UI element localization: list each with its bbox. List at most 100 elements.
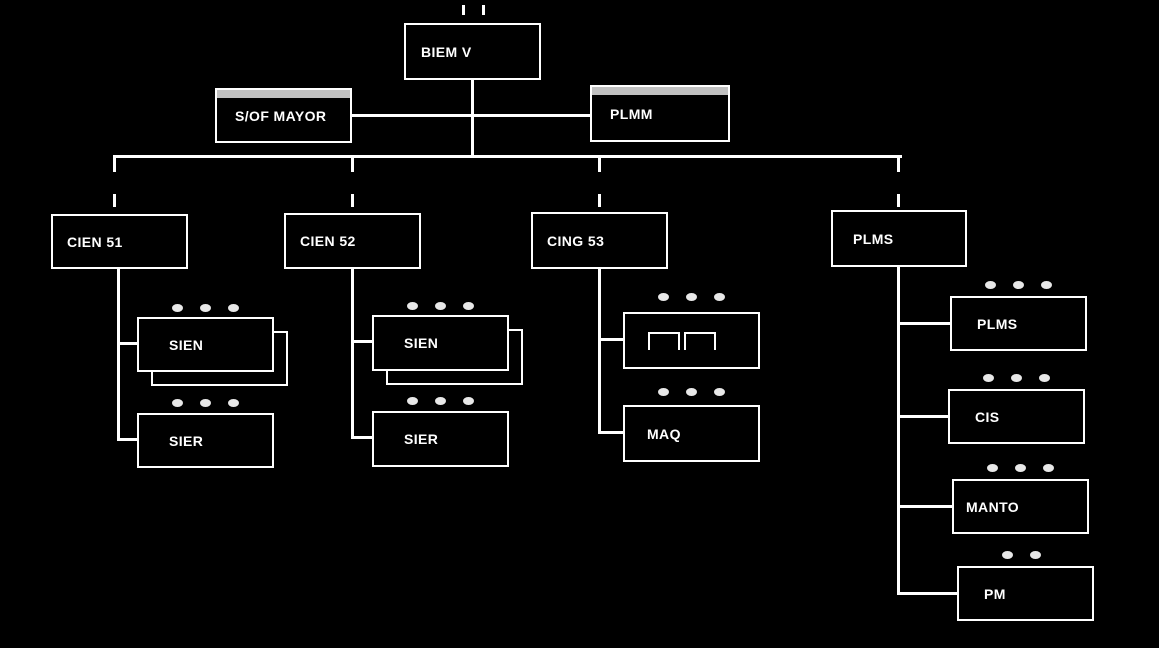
node-cis: CIS bbox=[948, 389, 1085, 444]
ellipsis-dot bbox=[1043, 464, 1054, 472]
root-tick-right bbox=[482, 5, 485, 15]
ellipsis-dot bbox=[200, 399, 211, 407]
node-label: MANTO bbox=[966, 498, 1020, 515]
node-sier-2: SIER bbox=[372, 411, 509, 467]
header-strip bbox=[592, 87, 728, 95]
ellipsis-dots bbox=[407, 397, 474, 405]
branch2-tick bbox=[351, 194, 354, 207]
connector-staff-horizontal bbox=[352, 114, 590, 117]
ellipsis-dot bbox=[1013, 281, 1024, 289]
node-maq: MAQ bbox=[623, 405, 760, 462]
root-tick-left bbox=[462, 5, 465, 15]
node-cing53-unlabeled bbox=[623, 312, 760, 369]
ellipsis-dots bbox=[658, 293, 725, 301]
node-cing-53: CING 53 bbox=[531, 212, 668, 269]
ellipsis-dot bbox=[714, 388, 725, 396]
connector-branch3-child2 bbox=[598, 431, 625, 434]
branch3-tick bbox=[598, 194, 601, 207]
ellipsis-dots bbox=[983, 374, 1050, 382]
connector-branch4-child2 bbox=[897, 415, 950, 418]
node-label: PLMS bbox=[977, 315, 1018, 332]
node-label: BIEM V bbox=[421, 43, 472, 60]
node-label: CIEN 51 bbox=[67, 233, 123, 250]
ellipsis-dot bbox=[200, 304, 211, 312]
node-plmm: PLMM bbox=[590, 85, 730, 142]
ellipsis-dot bbox=[983, 374, 994, 382]
connector-branch2-vertical bbox=[351, 269, 354, 439]
node-label: CIEN 52 bbox=[300, 233, 356, 249]
ellipsis-dot bbox=[658, 388, 669, 396]
ellipsis-dots bbox=[407, 302, 474, 310]
node-plms-branch: PLMS bbox=[831, 210, 967, 267]
ellipsis-dot bbox=[714, 293, 725, 301]
connector-main-horizontal bbox=[113, 155, 902, 158]
node-pm: PM bbox=[957, 566, 1094, 621]
connector-branch3-vertical bbox=[598, 269, 601, 434]
ellipsis-dot bbox=[1030, 551, 1041, 559]
node-label: MAQ bbox=[647, 425, 681, 442]
node-label: PM bbox=[984, 585, 1006, 602]
connector-branch1-child2 bbox=[117, 438, 139, 441]
ellipsis-dot bbox=[658, 293, 669, 301]
ellipsis-dot bbox=[686, 388, 697, 396]
node-label: CIS bbox=[975, 408, 1000, 425]
ellipsis-dot bbox=[1041, 281, 1052, 289]
connector-root-vertical bbox=[471, 80, 474, 157]
node-sien-1: SIEN bbox=[137, 317, 274, 372]
ellipsis-dot bbox=[435, 302, 446, 310]
node-cien-52: CIEN 52 bbox=[284, 213, 421, 269]
ellipsis-dot bbox=[228, 304, 239, 312]
ellipsis-dots bbox=[987, 464, 1054, 472]
ellipsis-dot bbox=[172, 304, 183, 312]
node-label: SIEN bbox=[169, 336, 204, 353]
ellipsis-dots bbox=[985, 281, 1052, 289]
connector-branch1-vertical bbox=[117, 269, 120, 441]
branch4-tick bbox=[897, 194, 900, 207]
ellipsis-dot bbox=[435, 397, 446, 405]
double-bracket-icon bbox=[648, 331, 716, 350]
ellipsis-dot bbox=[463, 397, 474, 405]
ellipsis-dot bbox=[985, 281, 996, 289]
connector-branch4-child1 bbox=[897, 322, 952, 325]
node-label: PLMS bbox=[853, 230, 894, 247]
ellipsis-dot bbox=[1002, 551, 1013, 559]
connector-branch1-stub bbox=[113, 158, 116, 172]
connector-branch3-child1 bbox=[598, 338, 625, 341]
node-label: SIEN bbox=[404, 335, 439, 351]
ellipsis-dot bbox=[1015, 464, 1026, 472]
connector-branch1-child1 bbox=[117, 342, 139, 345]
node-label: SIER bbox=[169, 432, 204, 449]
node-label: PLMM bbox=[610, 105, 653, 122]
node-label: SIER bbox=[404, 431, 439, 447]
node-sier-1: SIER bbox=[137, 413, 274, 468]
node-biem-v: BIEM V bbox=[404, 23, 541, 80]
node-label: CING 53 bbox=[547, 232, 605, 249]
connector-branch3-stub bbox=[598, 158, 601, 172]
connector-branch2-child1 bbox=[351, 340, 374, 343]
node-manto: MANTO bbox=[952, 479, 1089, 534]
connector-branch2-child2 bbox=[351, 436, 374, 439]
node-cien-51: CIEN 51 bbox=[51, 214, 188, 269]
branch1-tick bbox=[113, 194, 116, 207]
connector-branch2-stub bbox=[351, 158, 354, 172]
ellipsis-dot bbox=[407, 397, 418, 405]
node-plms: PLMS bbox=[950, 296, 1087, 351]
ellipsis-dots bbox=[172, 399, 239, 407]
connector-branch4-stub bbox=[897, 158, 900, 172]
header-strip bbox=[217, 90, 350, 98]
ellipsis-dot bbox=[407, 302, 418, 310]
node-sien-2: SIEN bbox=[372, 315, 509, 371]
ellipsis-dot bbox=[1011, 374, 1022, 382]
node-label: S/OF MAYOR bbox=[235, 107, 327, 124]
ellipsis-dot bbox=[686, 293, 697, 301]
node-sof-mayor: S/OF MAYOR bbox=[215, 88, 352, 143]
ellipsis-dots bbox=[1002, 551, 1041, 559]
ellipsis-dot bbox=[172, 399, 183, 407]
connector-branch4-vertical bbox=[897, 267, 900, 594]
ellipsis-dot bbox=[987, 464, 998, 472]
ellipsis-dots bbox=[658, 388, 725, 396]
connector-branch4-child3 bbox=[897, 505, 954, 508]
connector-branch4-child4 bbox=[897, 592, 959, 595]
ellipsis-dot bbox=[228, 399, 239, 407]
